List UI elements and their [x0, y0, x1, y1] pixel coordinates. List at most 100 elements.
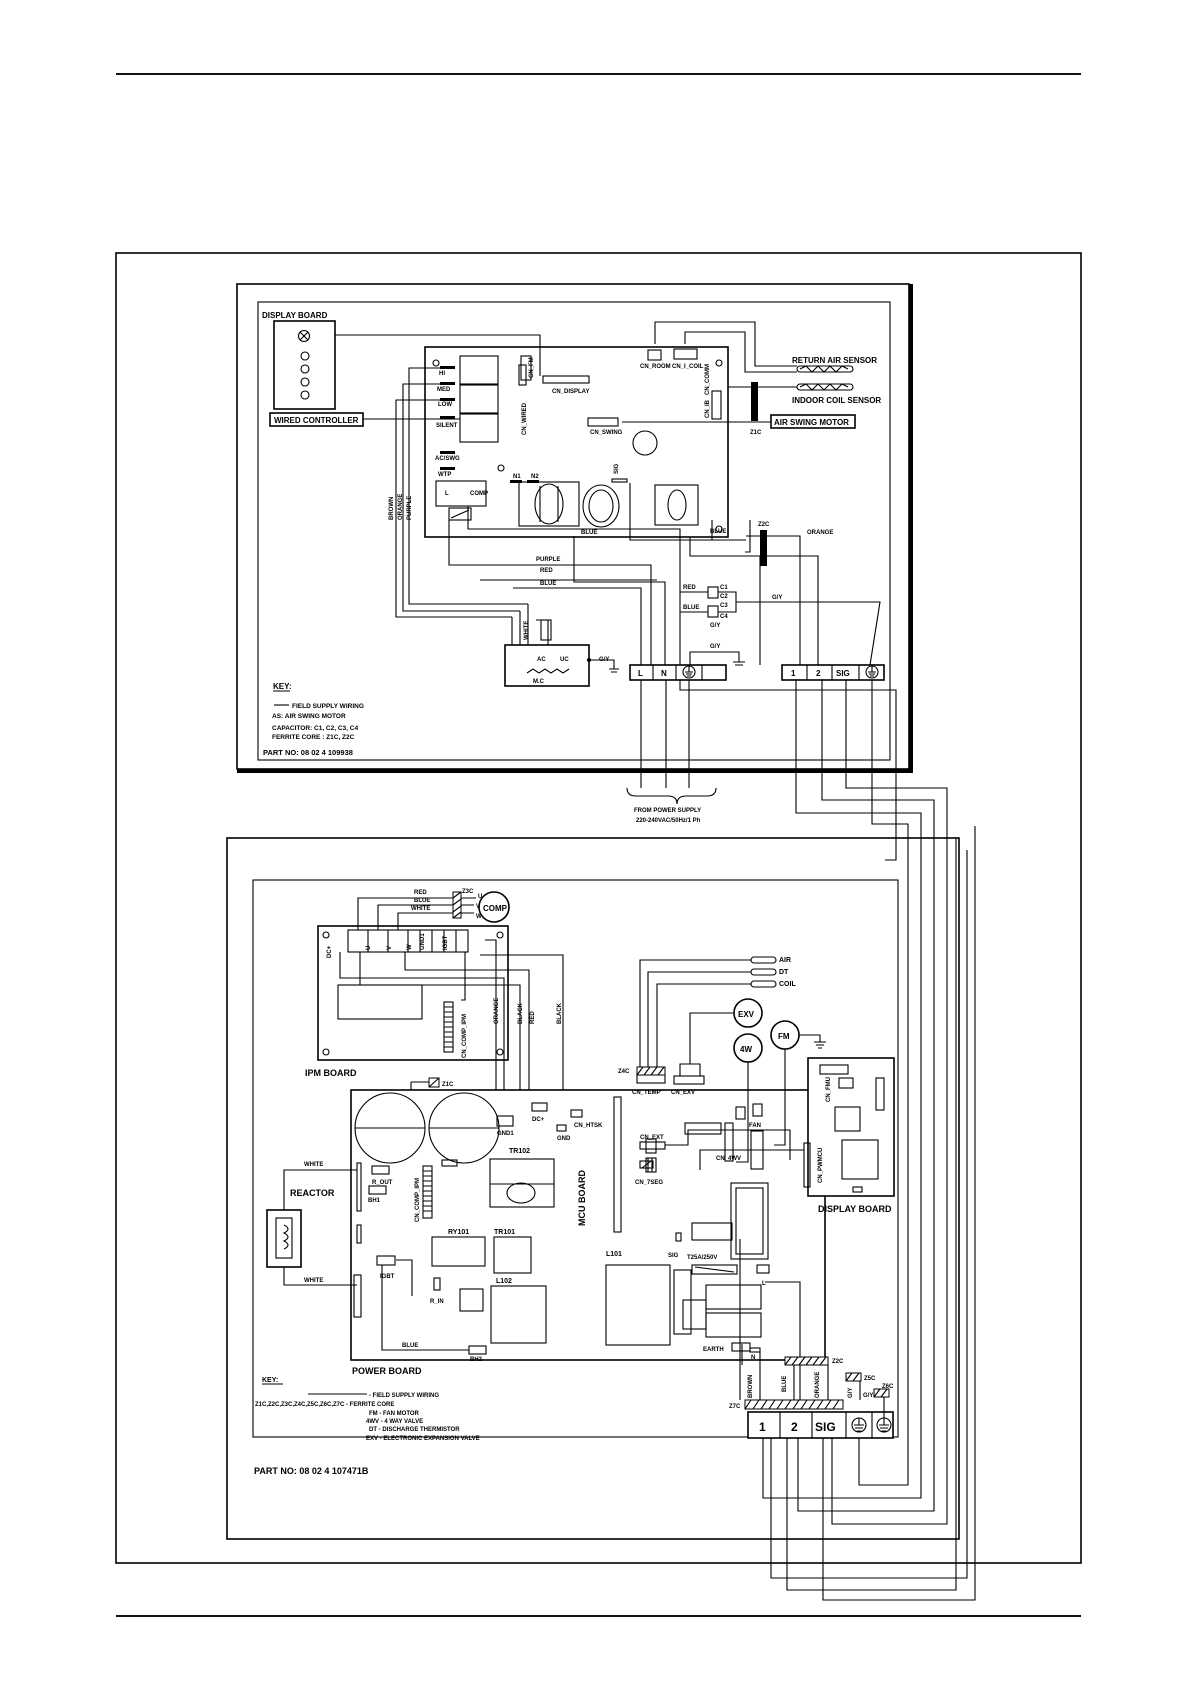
- power-r-out-label: R_OUT: [372, 1180, 393, 1186]
- cn-7seg-connector: [639, 1160, 654, 1169]
- indoor-wire-orange-2: ORANGE: [807, 530, 833, 536]
- outdoor-z5c-label: Z5C: [864, 1376, 876, 1382]
- indoor-red-cap: RED: [683, 585, 696, 591]
- indoor-mount-hole: [497, 464, 505, 472]
- indoor-pcb-hi: HI: [439, 371, 445, 377]
- outdoor-part-no: PART NO: 08 02 4 107471B: [254, 1466, 369, 1476]
- indoor-connector-block: [518, 364, 527, 386]
- cn-exv-label: CN_EXV: [671, 1090, 695, 1096]
- indoor-display-led: [300, 351, 310, 361]
- outdoor-terminal-block: [747, 1411, 894, 1439]
- footer-rule: [116, 1615, 1081, 1617]
- outdoor-z7c-label: Z7C: [729, 1404, 741, 1410]
- outdoor-terminal-1: 1: [759, 1420, 766, 1434]
- terminal-wire-gy-2: G/Y: [863, 1393, 873, 1399]
- indoor-c2: C2: [720, 594, 728, 600]
- terminal-wire-gy: G/Y: [848, 1388, 854, 1398]
- outdoor-z7c-core: [744, 1399, 844, 1410]
- indoor-pcb-silent: SILENT: [436, 423, 458, 429]
- mcu-earth-label: EARTH: [703, 1347, 724, 1353]
- reactor-connector: [356, 1224, 362, 1244]
- indoor-mount-hole: [715, 525, 723, 533]
- indoor-n2-pin: [527, 480, 539, 483]
- outer-frame: [115, 252, 1082, 1564]
- terminal-wire-brown: BROWN: [748, 1375, 754, 1398]
- ipm-v: V: [387, 946, 393, 950]
- tr101-label: TR101: [494, 1229, 515, 1236]
- reactor-label: REACTOR: [290, 1188, 335, 1198]
- indoor-cap-gy-2: G/Y: [710, 623, 720, 629]
- dt-sensor-label: DT: [779, 969, 789, 976]
- ipm-mount-hole: [322, 1048, 330, 1056]
- fan-connector-label: FAN: [749, 1123, 761, 1129]
- indoor-cn-i-coil-label: CN_I_COIL: [672, 364, 704, 370]
- indoor-part-no: PART NO: 08 02 4 109938: [263, 748, 353, 757]
- outdoor-z3c-core: [452, 891, 462, 919]
- indoor-transformer-coil: [534, 483, 564, 525]
- indoor-pcb-sig: SIG: [614, 463, 620, 474]
- outdoor-z1c-label: Z1C: [442, 1082, 454, 1088]
- comp-w: W: [476, 914, 482, 920]
- indoor-pcb-blue-left: BLUE: [581, 530, 597, 536]
- reactor-connector: [356, 1162, 362, 1212]
- mcu-l-pin: [756, 1264, 770, 1274]
- indoor-wire-brown: BROWN: [389, 497, 395, 520]
- outdoor-key-line-6: EXV - ELECTRONIC EXPANSION VALVE: [366, 1436, 480, 1442]
- comp-u: U: [478, 894, 482, 900]
- indoor-blue-cap: BLUE: [683, 605, 699, 611]
- indoor-motor-uc: UC: [560, 657, 569, 663]
- mcu-heatsink: [730, 1182, 769, 1260]
- power-r-in-label: R_IN: [430, 1299, 444, 1305]
- indoor-key-title: KEY:: [273, 682, 292, 691]
- indoor-hi-pin: [440, 366, 455, 369]
- reactor: [266, 1209, 302, 1268]
- tr102: [489, 1158, 555, 1208]
- outdoor-display-board: [807, 1057, 895, 1197]
- indoor-wtp-pin: [440, 467, 455, 470]
- outdoor-key-line-1: - FIELD SUPPLY WIRING: [369, 1393, 439, 1399]
- mcu-n-pin: [749, 1347, 761, 1353]
- ipm-wire-white: WHITE: [411, 906, 430, 912]
- ipm-wire-blue: BLUE: [414, 898, 430, 904]
- indoor-pcb-med: MED: [437, 387, 451, 393]
- power-blue-label: BLUE: [402, 1343, 418, 1349]
- indoor-cap-gy: G/Y: [772, 595, 782, 601]
- outdoor-terminal-2: 2: [791, 1420, 798, 1434]
- ipm-gnd1: GND1: [420, 933, 426, 950]
- interconnect-wiring: [679, 680, 976, 1601]
- indoor-motor-ground-node: [587, 658, 591, 662]
- indoor-motor-white: WHITE: [524, 621, 530, 640]
- outdoor-panel: [226, 837, 960, 1540]
- indoor-acswg-pin: [440, 451, 455, 454]
- cn-7seg-label: CN_7SEG: [635, 1180, 663, 1186]
- indoor-cn-wired-label: CN_WIRED: [522, 402, 528, 435]
- indoor-terminal-gy: G/Y: [710, 644, 720, 650]
- indoor-pcb-component: [632, 430, 658, 456]
- power-gnd-connector: [556, 1124, 567, 1132]
- indoor-cn-i-coil: [673, 348, 698, 360]
- mcu-n-label: N: [751, 1355, 755, 1361]
- fm-label: FM: [778, 1032, 790, 1041]
- header-rule: [116, 73, 1081, 75]
- dt-sensor: [750, 968, 777, 976]
- mcu-component: [735, 1106, 746, 1120]
- mcu-earth-pin: [731, 1342, 751, 1352]
- power-small-relay: [441, 1159, 458, 1167]
- exv-label: EXV: [738, 1010, 755, 1019]
- indoor-silent-pin: [440, 416, 455, 419]
- indoor-motor-cap: [540, 619, 552, 641]
- indoor-capacitor-round-inner: [588, 489, 614, 523]
- indoor-cn-ib: [711, 390, 722, 420]
- indoor-motor-mc: M.C: [533, 679, 545, 685]
- indoor-relay: [459, 413, 499, 443]
- indoor-cn-ib-label: CN_IB: [705, 399, 711, 418]
- mcu-component: [673, 1269, 692, 1335]
- indoor-c4: C4: [720, 614, 728, 620]
- outdoor-key-title: KEY:: [262, 1377, 278, 1384]
- indoor-key-line-4: FERRITE CORE : Z1C, Z2C: [272, 734, 355, 741]
- power-board-label: POWER BOARD: [352, 1366, 422, 1376]
- outdoor-z3c-label: Z3C: [462, 889, 474, 895]
- ipm-w: W: [407, 944, 413, 950]
- indoor-coil-sensor-label: INDOOR COIL SENSOR: [792, 396, 881, 405]
